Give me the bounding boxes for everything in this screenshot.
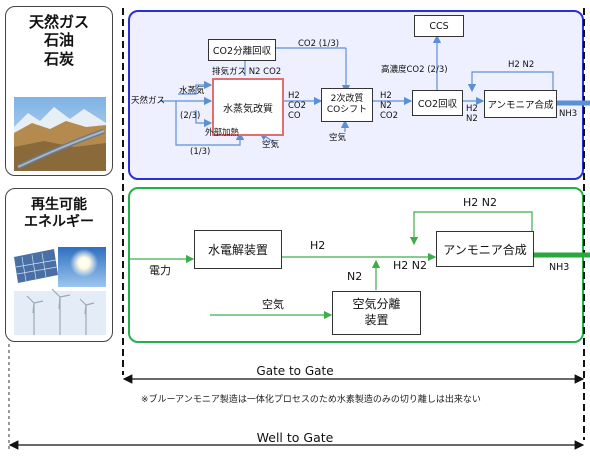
electricity-label: 電力 [149,264,171,277]
air-separation-label-1: 空気分離 [352,297,401,312]
co2-separation-box: CO2分離回収 [208,39,276,61]
recycle-h2n2-blue-label: H2 N2 [508,60,535,70]
co-shift-box: 2次改質 COシフト [321,88,373,122]
nh3-green-label: NH3 [549,262,570,273]
reformer-out-label: H2 CO2 CO [288,91,306,121]
high-conc-co2-label: 高濃度CO2 (2/3) [381,65,448,75]
ammonia-synthesis-green-box: アンモニア合成 [436,231,534,267]
co-shift-label-2: COシフト [326,105,368,115]
air-green-label: 空気 [262,298,284,311]
solar-wind-image [14,247,106,335]
co-shift-label-1: 2次改質 [330,94,364,105]
ratio-one-third-bottom-label: (1/3) [190,147,211,157]
reformer-air-label: 空気 [262,140,280,150]
steam-reforming-label: 水蒸気改質 [223,103,273,115]
gate-to-gate-label: Gate to Gate [256,364,334,378]
air-separation-label-2: 装置 [364,313,389,327]
ammonia-synthesis-blue-label: アンモニア合成 [487,100,554,111]
fossil-source-box: 天然ガス 石油 石炭 [5,6,113,176]
co2-recovery-label: CO2回収 [417,99,458,110]
h2-green-label: H2 [310,239,326,252]
reformer-out-co: CO [288,111,301,122]
h2n2-in-green-label: H2 N2 [393,259,427,272]
fossil-line-2: 石油 [43,31,74,50]
synth-in-n2: N2 [466,114,478,125]
ccs-box: CCS [414,15,464,37]
renewable-source-box: 再生可能 エネルギー [5,188,113,342]
fossil-line-3: 石炭 [43,49,74,68]
synth-in-label: H2 N2 [466,104,478,124]
fossil-line-1: 天然ガス [28,13,89,31]
reformer-out-h2: H2 [288,91,300,101]
fossil-source-title: 天然ガス 石油 石炭 [6,13,112,68]
renewable-source-title: 再生可能 エネルギー [6,197,112,231]
steam-label: 水蒸気 [179,86,205,96]
electrolysis-label: 水電解装置 [207,243,268,257]
footnote: ※ブルーアンモニア製造は一体化プロセスのため水素製造のみの切り離しは出来ない [141,395,481,405]
shift-out-label: H2 N2 CO2 [380,91,398,121]
co2-one-third-label: CO2 (1/3) [298,39,340,49]
renewable-line-1: 再生可能 [31,197,87,213]
nh3-blue-label: NH3 [559,109,578,119]
co2-separation-label: CO2分離回収 [212,46,272,57]
renewable-line-2: エネルギー [24,214,94,231]
co2-recovery-box: CO2回収 [412,90,463,116]
shift-out-co2: CO2 [380,111,399,122]
pipeline-landscape-image [14,97,106,171]
ratio-two-thirds-left-label: (2/3) [180,111,201,121]
reformer-out-co2: CO2 [288,101,307,112]
external-heating-label: 外部加熱 [205,128,240,138]
natural-gas-label: 天然ガス [131,96,166,106]
steam-reforming-box: 水蒸気改質 [212,78,284,136]
ccs-label: CCS [429,20,449,32]
shift-out-n2: N2 [380,101,392,112]
shift-air-label: 空気 [329,133,347,143]
electrolysis-box: 水電解装置 [194,230,282,269]
n2-green-label: N2 [347,270,363,283]
exhaust-gas-label: 排気ガス N2 CO2 [212,67,282,77]
ammonia-synthesis-blue-box: アンモニア合成 [484,90,557,118]
ammonia-synthesis-green-label: アンモニア合成 [443,242,527,257]
well-to-gate-label: Well to Gate [256,430,334,445]
air-separation-box: 空気分離 装置 [332,291,421,335]
recycle-h2n2-green-label: H2 N2 [463,196,497,209]
shift-out-h2: H2 [380,91,392,101]
synth-in-h2: H2 [466,104,478,114]
